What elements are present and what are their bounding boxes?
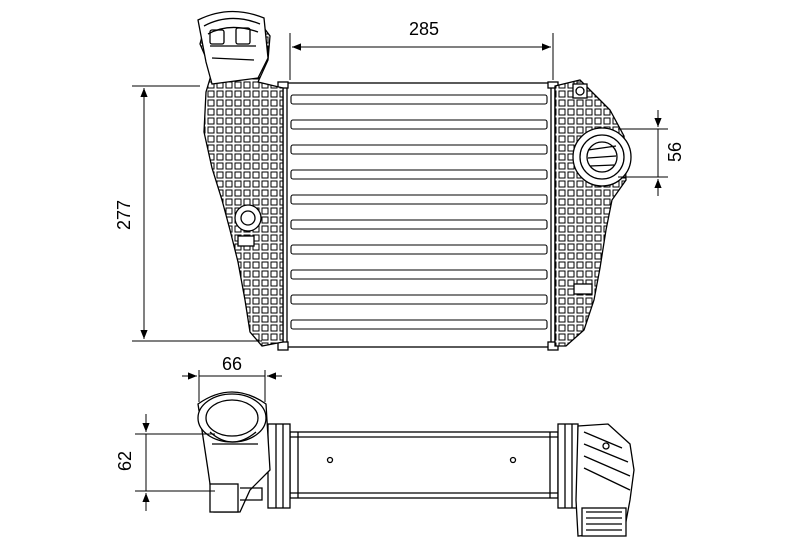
dimension-depth: 62 xyxy=(115,414,215,511)
dimension-width: 285 xyxy=(289,19,554,80)
dimension-outlet-width: 66 xyxy=(182,354,282,402)
dimension-height: 277 xyxy=(114,85,262,342)
left-tank xyxy=(197,10,284,347)
side-view-body xyxy=(267,423,579,509)
cooler-tubes xyxy=(290,94,548,330)
intercooler-side-view xyxy=(197,391,635,537)
intercooler-front-view xyxy=(197,10,632,351)
right-outlet xyxy=(575,423,635,537)
dim-width-label: 285 xyxy=(409,19,439,39)
left-outlet xyxy=(197,391,271,513)
dim-height-label: 277 xyxy=(114,200,134,230)
side-port xyxy=(572,127,632,187)
dimension-port-diameter: 56 xyxy=(618,110,685,196)
right-tank xyxy=(554,79,632,347)
dim-port-label: 56 xyxy=(665,142,685,162)
cooler-core xyxy=(277,81,559,351)
dim-depth-label: 62 xyxy=(115,451,135,471)
dim-outlet-label: 66 xyxy=(222,354,242,374)
